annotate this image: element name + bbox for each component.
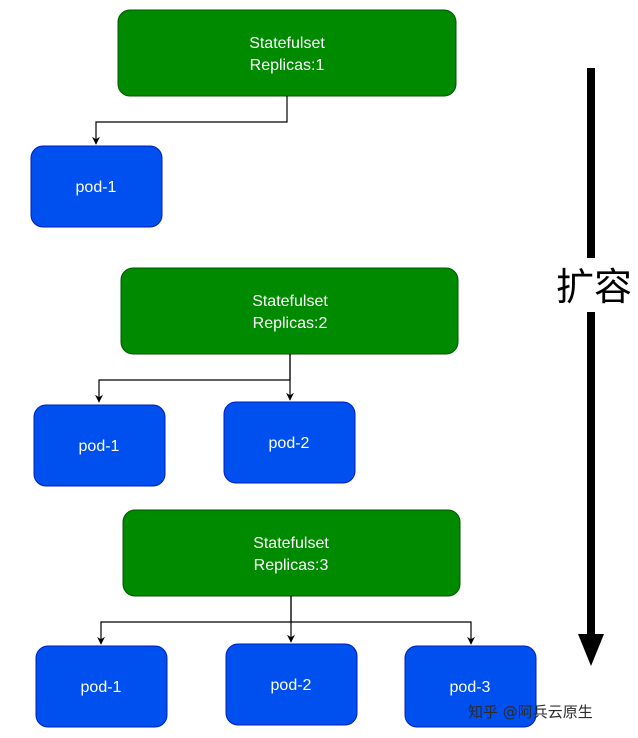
pod-label: pod-1: [79, 438, 120, 455]
arrow-down-icon: [578, 634, 604, 666]
pod-label: pod-2: [269, 435, 310, 452]
pod-node: [35, 645, 168, 728]
pod-label: pod-1: [76, 179, 117, 196]
stage-3: Statefulset Replicas:3 pod-1 pod-2 pod-3: [35, 509, 537, 728]
pod-label: pod-1: [81, 679, 122, 696]
replicas-label: Replicas:2: [253, 315, 328, 332]
connector: [291, 621, 475, 645]
connector: [92, 96, 288, 145]
scale-out-arrow: 扩容: [556, 68, 632, 666]
stage-1: Statefulset Replicas:1 pod-1: [30, 9, 457, 228]
statefulset-label: Statefulset: [249, 35, 325, 52]
statefulset-node: [117, 9, 457, 97]
pod-node: [404, 645, 537, 728]
pod-node: [225, 643, 358, 726]
scale-out-label: 扩容: [556, 265, 632, 309]
connector: [95, 354, 291, 403]
stage-2: Statefulset Replicas:2 pod-1 pod-2: [33, 267, 459, 487]
statefulset-label: Statefulset: [252, 293, 328, 310]
pod-node: [30, 145, 163, 228]
pod-label: pod-2: [271, 677, 312, 694]
watermark: 知乎 @阿兵云原生: [468, 703, 593, 721]
statefulset-node: [122, 509, 461, 597]
replicas-label: Replicas:3: [254, 557, 329, 574]
pod-node: [33, 404, 166, 487]
statefulset-node: [120, 267, 459, 355]
replicas-label: Replicas:1: [250, 57, 325, 74]
statefulset-label: Statefulset: [253, 535, 329, 552]
connector: [97, 596, 292, 645]
pod-node: [223, 401, 356, 484]
pod-label: pod-3: [450, 679, 491, 696]
